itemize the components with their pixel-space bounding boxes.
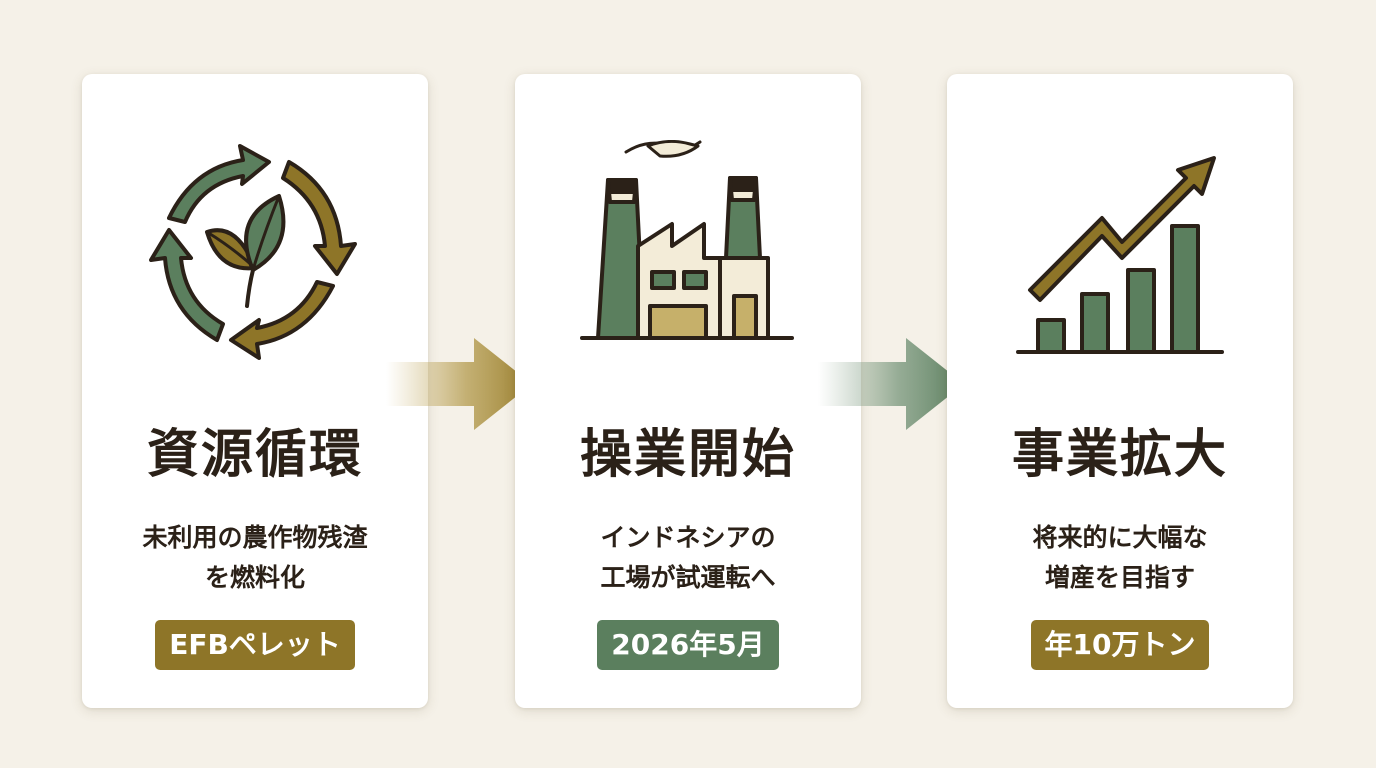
step-description: 未利用の農作物残渣 を燃料化 [92,518,418,598]
arrow-right-icon [818,334,968,434]
step-badge: 年10万トン [1030,620,1210,670]
step-title: 操業開始 [579,424,796,485]
step-card-resource-cycle: 資源循環 未利用の農作物残渣 を燃料化 EFBペレット [82,74,428,708]
step-badge: 2026年5月 [597,620,779,670]
step-description-line: 増産を目指す [1044,563,1195,592]
step-title: 資源循環 [146,424,363,485]
growth-chart-icon [1010,140,1230,360]
step-badge: EFBペレット [155,620,355,670]
step-description-line: 将来的に大幅な [1032,523,1208,552]
step-description: 将来的に大幅な 増産を目指す [957,518,1283,598]
step-description-line: インドネシアの [600,523,776,552]
step-description: インドネシアの 工場が試運転へ [525,518,851,598]
step-description-line: 未利用の農作物残渣 [142,523,368,552]
step-card-operation-start: 操業開始 インドネシアの 工場が試運転へ 2026年5月 [515,74,861,708]
step-description-line: を燃料化 [204,563,305,592]
step-description-line: 工場が試運転へ [600,563,776,592]
arrow-right-icon [386,334,536,434]
factory-icon [578,140,798,360]
recycle-leaf-icon [145,140,365,360]
step-card-business-expansion: 事業拡大 将来的に大幅な 増産を目指す 年10万トン [947,74,1293,708]
step-title: 事業拡大 [1011,424,1228,485]
